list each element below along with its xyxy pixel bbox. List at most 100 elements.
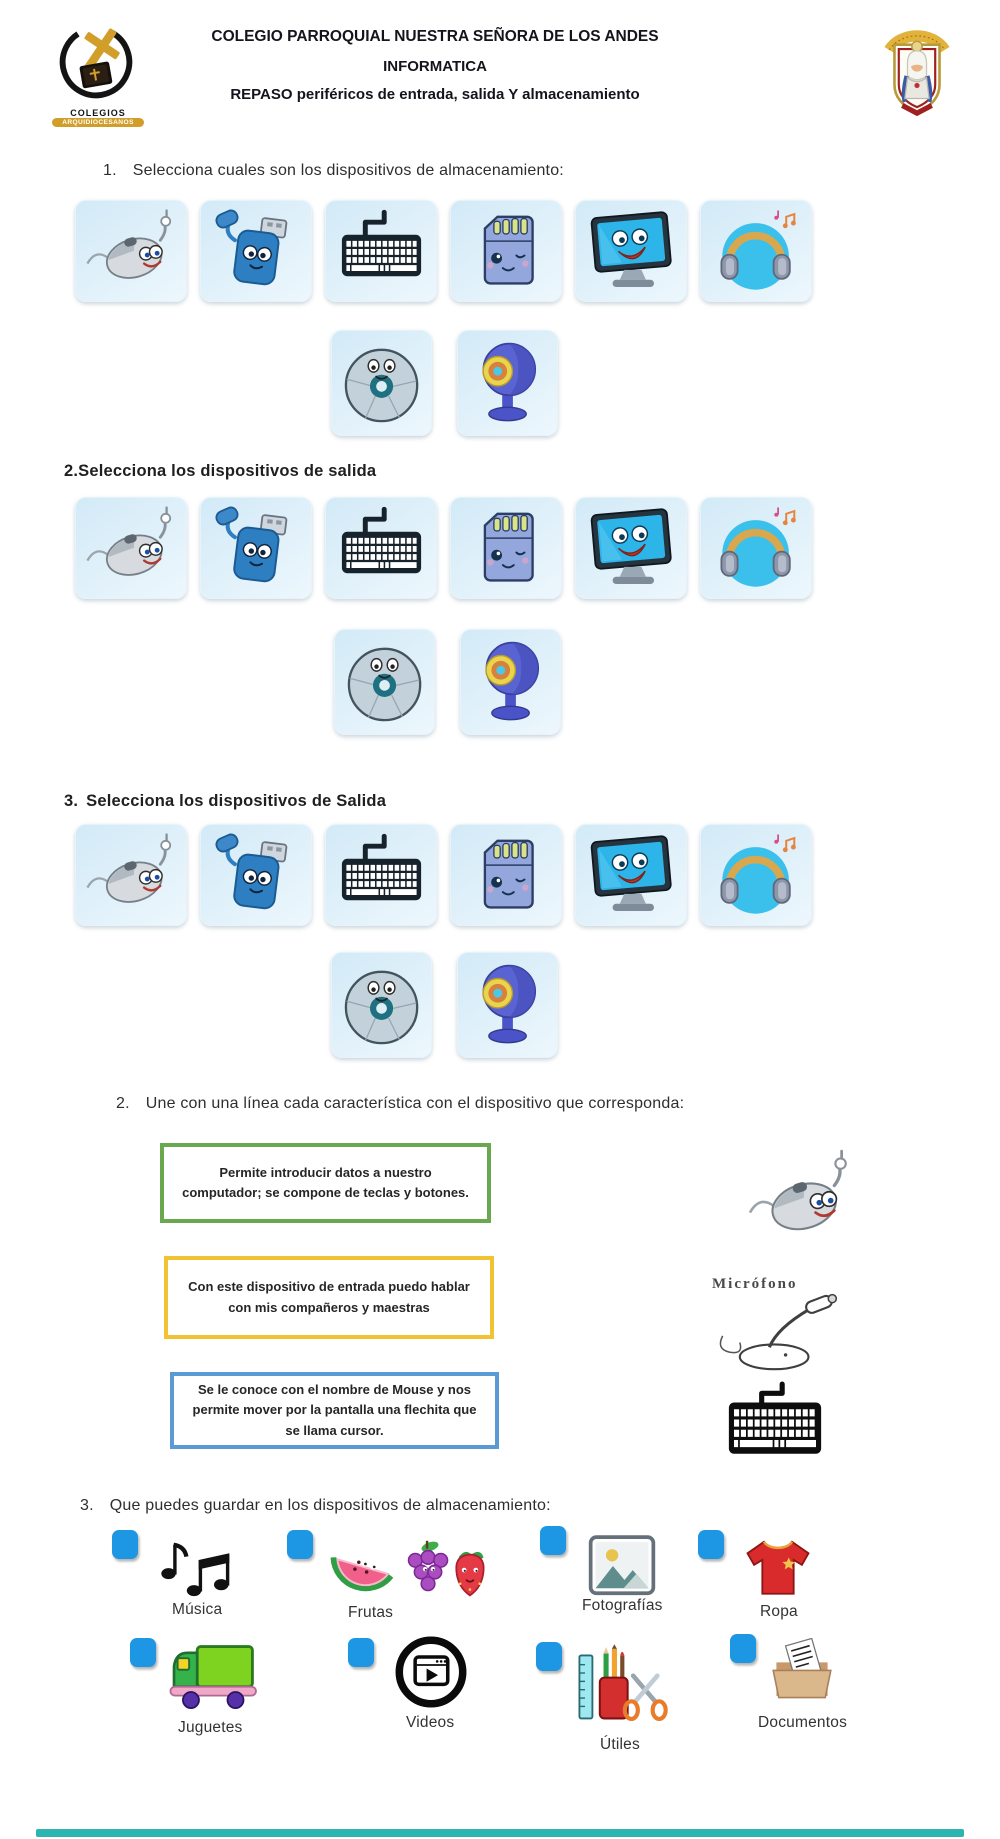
worksheet-topic: REPASO periféricos de entrada, salida Y … [230, 86, 640, 103]
q2-device-row-1 [75, 497, 812, 599]
subject-title: INFORMATICA [383, 58, 487, 75]
device-card-headphones[interactable] [700, 497, 812, 599]
checkbox-juguetes[interactable] [130, 1638, 156, 1667]
page-footer-bar [36, 1829, 964, 1837]
q1-device-row-2 [331, 330, 558, 436]
storage-label-utiles: Útiles [600, 1736, 640, 1753]
device-card-usb-drive[interactable] [200, 497, 312, 599]
device-card-mouse[interactable] [75, 824, 187, 926]
mouse-icon [82, 503, 181, 593]
checkbox-utiles[interactable] [536, 1642, 562, 1671]
usb-drive-icon [207, 830, 306, 920]
headphones-icon [707, 206, 806, 296]
school-crest [878, 20, 956, 123]
match-target-microphone[interactable] [706, 1292, 848, 1379]
music-notes-icon [156, 1532, 238, 1605]
keyboard-icon [332, 830, 431, 920]
logo-line1: COLEGIOS [70, 108, 126, 118]
device-card-memory-card[interactable] [450, 824, 562, 926]
device-card-webcam[interactable] [457, 952, 558, 1058]
monitor-icon [582, 830, 681, 920]
device-card-monitor[interactable] [575, 497, 687, 599]
school-crest-icon [878, 20, 956, 118]
question-5-number: 3. [80, 1497, 94, 1514]
school-name: COLEGIO PARROQUIAL NUESTRA SEÑORA DE LOS… [211, 28, 659, 45]
device-card-headphones[interactable] [700, 824, 812, 926]
device-card-cd-disc[interactable] [331, 330, 432, 436]
match-box-mouse-description[interactable]: Se le conoce con el nombre de Mouse y no… [170, 1372, 499, 1449]
device-card-monitor[interactable] [575, 824, 687, 926]
webcam-icon [466, 635, 555, 729]
school-logo: COLEGIOS ARQUIDIOCESANOS [52, 22, 144, 127]
storage-label-juguetes: Juguetes [178, 1719, 243, 1736]
school-supplies-icon [572, 1644, 674, 1733]
question-3-heading: 3.Selecciona los dispositivos de Salida [64, 792, 386, 811]
device-card-webcam[interactable] [457, 330, 558, 436]
device-card-memory-card[interactable] [450, 497, 562, 599]
question-4-number: 2. [116, 1095, 130, 1112]
checkbox-musica[interactable] [112, 1530, 138, 1559]
keyboard-icon [716, 1380, 834, 1462]
device-card-webcam[interactable] [460, 629, 561, 735]
mouse-icon [82, 830, 181, 920]
device-card-cd-disc[interactable] [331, 952, 432, 1058]
checkbox-fotografias[interactable] [540, 1526, 566, 1555]
match-box-2-text: Con este dispositivo de entrada puedo ha… [188, 1279, 470, 1315]
question-2-heading: 2.Selecciona los dispositivos de salida [64, 462, 376, 481]
device-card-memory-card[interactable] [450, 200, 562, 302]
checkbox-frutas[interactable] [287, 1530, 313, 1559]
device-card-usb-drive[interactable] [200, 824, 312, 926]
memory-card-icon [457, 503, 556, 593]
match-box-3-text: Se le conoce con el nombre de Mouse y no… [192, 1382, 477, 1438]
usb-drive-icon [207, 206, 306, 296]
logo-line2: ARQUIDIOCESANOS [52, 118, 144, 127]
checkbox-ropa[interactable] [698, 1530, 724, 1559]
device-card-keyboard[interactable] [325, 824, 437, 926]
device-card-cd-disc[interactable] [334, 629, 435, 735]
device-card-keyboard[interactable] [325, 497, 437, 599]
memory-card-icon [457, 830, 556, 920]
q2-device-row-2 [334, 629, 561, 735]
cd-disc-icon [340, 635, 429, 729]
question-1-text: Selecciona cuales son los dispositivos d… [132, 162, 564, 179]
storage-label-musica: Música [172, 1601, 223, 1618]
webcam-icon [463, 958, 552, 1052]
headphones-icon [707, 830, 806, 920]
match-box-1-text: Permite introducir datos a nuestro compu… [182, 1164, 469, 1200]
match-target-mouse[interactable] [722, 1148, 880, 1253]
checkbox-documentos[interactable] [730, 1634, 756, 1663]
cd-disc-icon [337, 336, 426, 430]
monitor-icon [582, 206, 681, 296]
memory-card-icon [457, 206, 556, 296]
checkbox-videos[interactable] [348, 1638, 374, 1667]
device-card-mouse[interactable] [75, 497, 187, 599]
q3-device-row-2 [331, 952, 558, 1058]
storage-label-videos: Videos [406, 1714, 455, 1731]
match-box-microphone-description[interactable]: Con este dispositivo de entrada puedo ha… [164, 1256, 494, 1339]
match-target-keyboard[interactable] [716, 1380, 834, 1467]
device-card-mouse[interactable] [75, 200, 187, 302]
device-card-keyboard[interactable] [325, 200, 437, 302]
usb-drive-icon [207, 503, 306, 593]
question-5-heading: 3.Que puedes guardar en los dispositivos… [80, 1497, 551, 1515]
toy-truck-icon [166, 1640, 264, 1717]
q3-device-row-1 [75, 824, 812, 926]
mouse-icon [82, 206, 181, 296]
photograph-icon [584, 1533, 660, 1604]
device-card-monitor[interactable] [575, 200, 687, 302]
keyboard-icon [332, 206, 431, 296]
question-4-heading: 2.Une con una línea cada característica … [116, 1095, 684, 1113]
storage-label-documentos: Documentos [758, 1714, 848, 1731]
match-box-keyboard-description[interactable]: Permite introducir datos a nuestro compu… [160, 1143, 491, 1223]
keyboard-icon [332, 503, 431, 593]
question-3-text: Selecciona los dispositivos de Salida [86, 792, 387, 810]
video-player-icon [394, 1635, 468, 1714]
webcam-icon [463, 336, 552, 430]
cd-disc-icon [337, 958, 426, 1052]
device-card-usb-drive[interactable] [200, 200, 312, 302]
question-1-number: 1. [103, 162, 117, 179]
monitor-icon [582, 503, 681, 593]
device-card-headphones[interactable] [700, 200, 812, 302]
question-1-heading: 1. Selecciona cuales son los dispositivos… [103, 162, 564, 180]
microphone-icon [706, 1292, 848, 1374]
